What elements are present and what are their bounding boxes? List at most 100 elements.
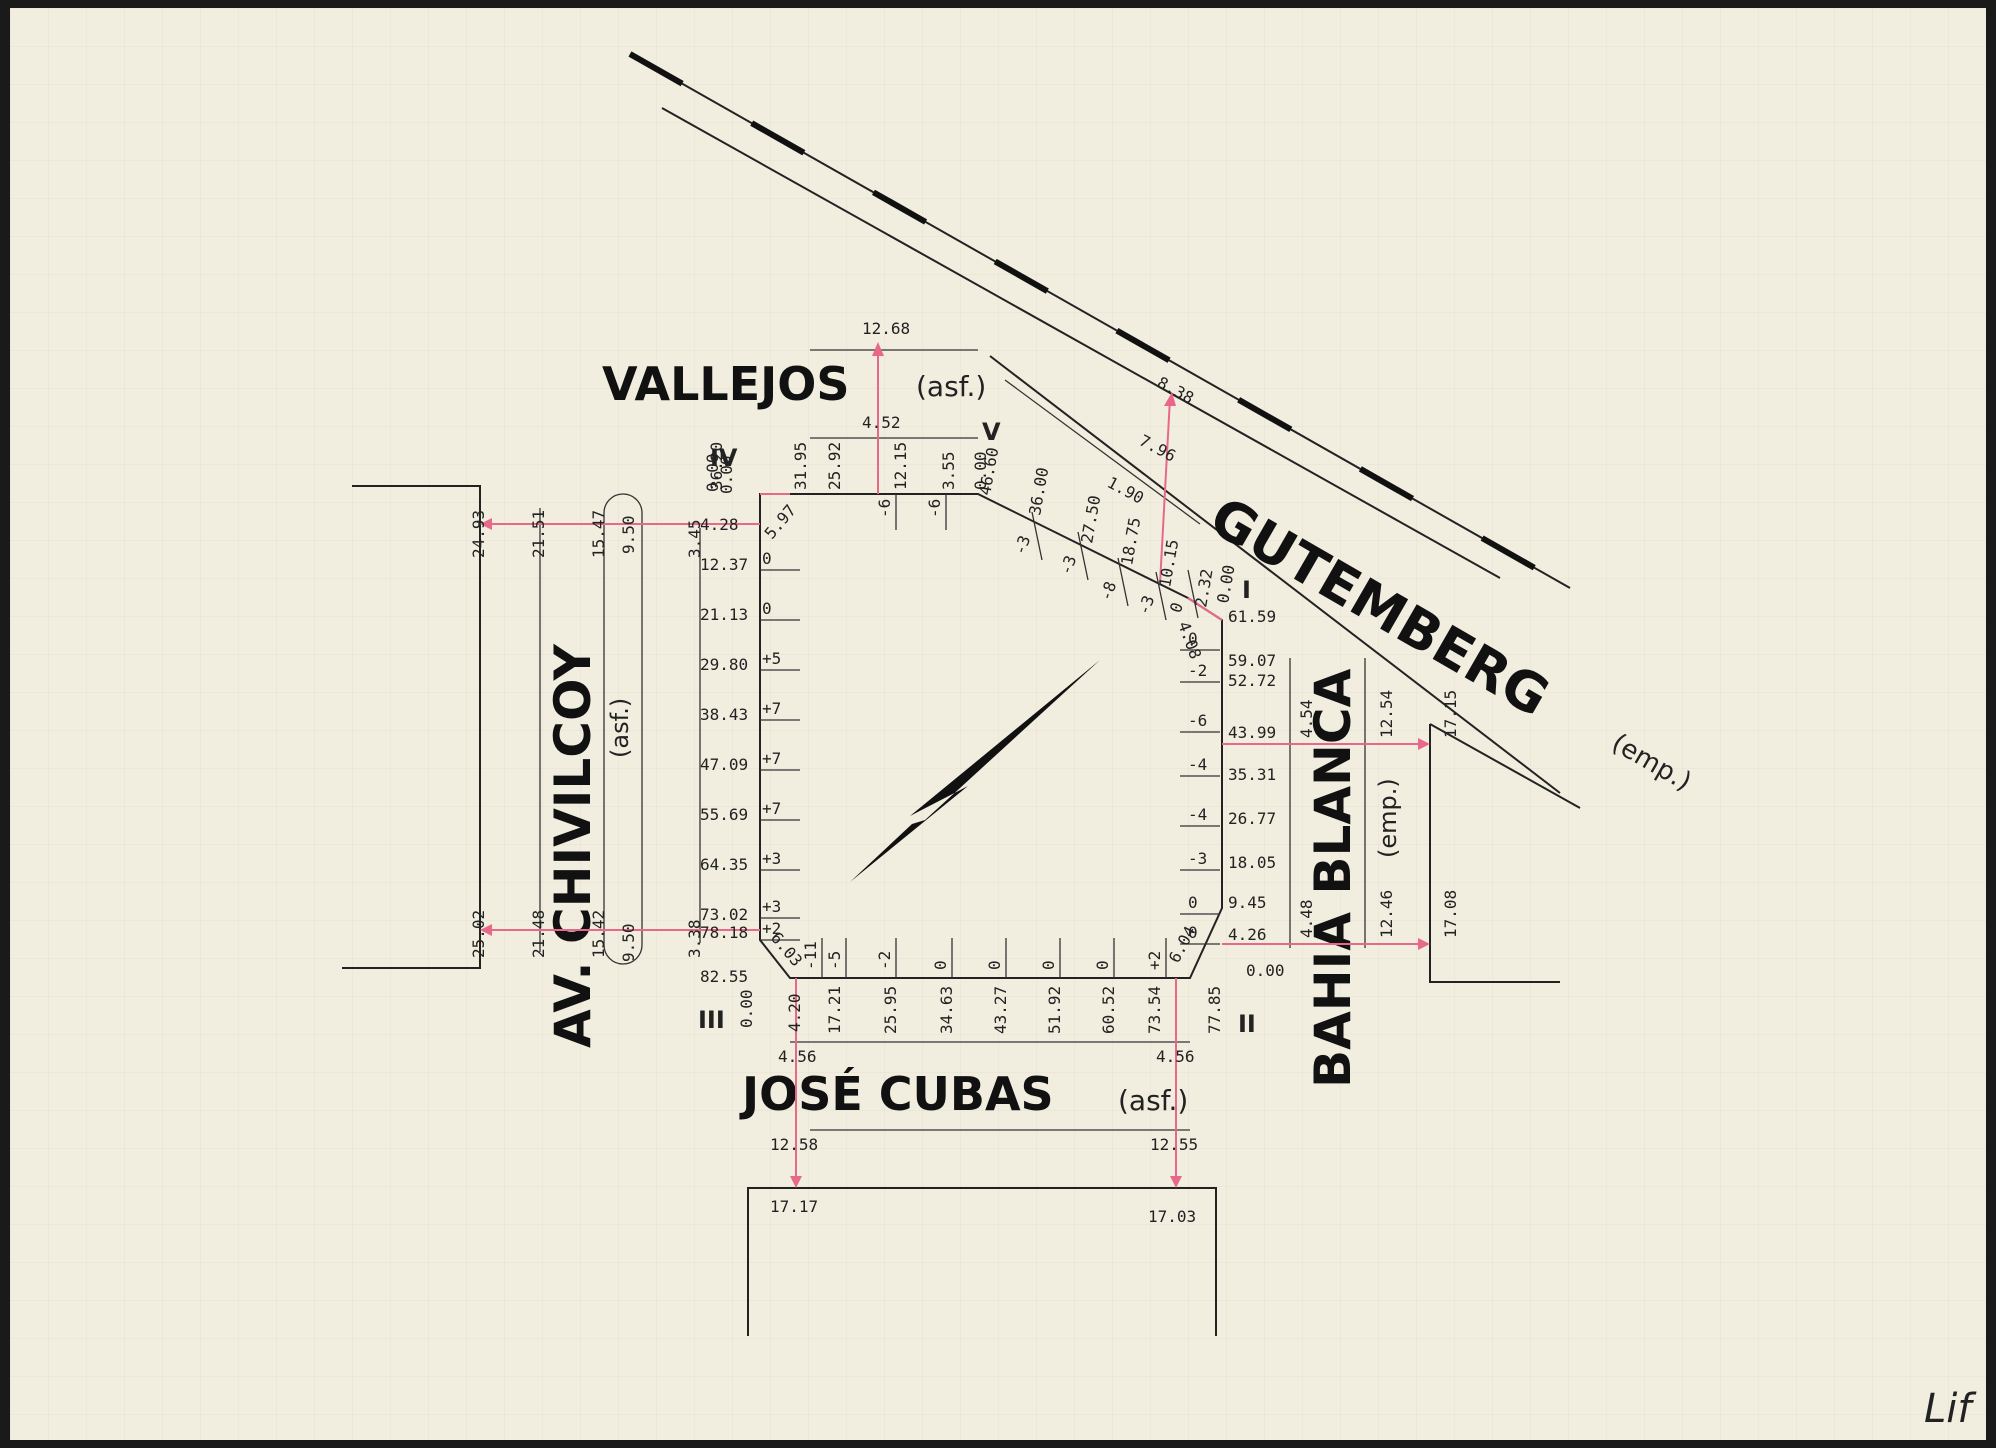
- side-top-slope: -6: [925, 499, 944, 518]
- chivilcoy-median: [603, 493, 643, 965]
- corner-label-i: I: [1242, 576, 1251, 604]
- side-left-mark: 12.37: [700, 555, 748, 574]
- boundary-lines: [342, 349, 1581, 1336]
- side-diag-tick: [1117, 557, 1129, 607]
- diag-extra-measure: 1.90: [1104, 473, 1147, 508]
- side-right-slope: 0: [1188, 893, 1198, 912]
- chivilcoy-top-level: 24.93: [469, 510, 488, 558]
- side-left-mark: 64.35: [700, 855, 748, 874]
- side-left-mark: 21.13: [700, 605, 748, 624]
- chivilcoy-bottom-level: 15.42: [589, 910, 608, 958]
- bahia-top-level: 17.15: [1441, 690, 1460, 738]
- bahia-top-level: 4.54: [1297, 699, 1316, 738]
- side-diag-slope: -3: [1010, 533, 1034, 558]
- side-left-mark: 0.00: [717, 455, 736, 494]
- corner-label-iii: III: [698, 1006, 725, 1034]
- side-ii-i-marks: 0.004.269.4518.0526.7735.3143.9952.7259.…: [1180, 607, 1285, 980]
- side-diag-slope: -8: [1096, 579, 1120, 604]
- side-diag-mark: 27.50: [1077, 494, 1104, 545]
- level-jose-left-b: 4.56: [778, 1047, 817, 1066]
- side-diag-mark: 36.00: [1025, 466, 1052, 517]
- side-right-mark: 0.00: [1246, 961, 1285, 980]
- corner-label-iv: IV: [710, 444, 738, 472]
- side-diag-slope: 0: [1166, 600, 1187, 616]
- side-bottom-mark: 25.95: [881, 986, 900, 1034]
- side-right-slope: -3: [1188, 849, 1207, 868]
- level-jose-right-c: 17.03: [1148, 1207, 1196, 1226]
- side-bottom-mark: 60.52: [1099, 986, 1118, 1034]
- side-right-mark: 26.77: [1228, 809, 1276, 828]
- side-top-mark: 0.00: [703, 453, 722, 492]
- side-top-mark: 0.00: [971, 451, 990, 490]
- level-jose-left-c: 12.58: [770, 1135, 818, 1154]
- side-left-mark: 38.43: [700, 705, 748, 724]
- level-jose-left-a: 4.20: [785, 993, 804, 1032]
- side-diag-mark: 10.15: [1155, 538, 1182, 589]
- side-right-mark: 18.05: [1228, 853, 1276, 872]
- side-left-slope: 0: [762, 549, 772, 568]
- side-bottom-slope: +2: [1145, 951, 1164, 970]
- bahia-bottom-levels: 4.48 12.46 17.08: [1297, 890, 1460, 938]
- level-jose-right-b: 12.55: [1150, 1135, 1198, 1154]
- side-bottom-slope: -11: [801, 941, 820, 970]
- corner-i-measure: 4.08: [1174, 619, 1205, 662]
- street-note-gutemberg: (emp.): [1607, 728, 1697, 797]
- side-right-mark: 59.07: [1228, 651, 1276, 670]
- side-left-slope: +5: [762, 649, 781, 668]
- corner-label-v: V: [982, 418, 1001, 446]
- side-left-mark: 55.69: [700, 805, 748, 824]
- side-left-mark: 73.02: [700, 905, 748, 924]
- street-note-chivilcoy: (asf.): [606, 698, 634, 758]
- plan-sheet: VALLEJOS (asf.) GUTEMBERG (emp.) AV. CHI…: [10, 8, 1986, 1440]
- side-right-mark: 61.59: [1228, 607, 1276, 626]
- side-diag-slope: -3: [1134, 593, 1158, 618]
- side-right-mark: 4.26: [1228, 925, 1267, 944]
- level-vallejos-mid: 4.52: [862, 413, 901, 432]
- level-vallejos-top: 12.68: [862, 319, 910, 338]
- side-bottom-mark: 51.92: [1045, 986, 1064, 1034]
- level-gutemberg-mid: 7.96: [1136, 431, 1179, 466]
- level-jose-right-a: 4.56: [1156, 1047, 1195, 1066]
- chivilcoy-top-level: 15.47: [589, 510, 608, 558]
- side-right-mark: 9.45: [1228, 893, 1267, 912]
- side-diag-tick: [1077, 531, 1089, 581]
- side-diag-tick: [1031, 511, 1043, 561]
- street-plan-diagram: VALLEJOS (asf.) GUTEMBERG (emp.) AV. CHI…: [342, 51, 1977, 1432]
- bahia-bottom-level: 12.46: [1377, 890, 1396, 938]
- side-right-mark: 52.72: [1228, 671, 1276, 690]
- side-bottom-mark: 17.21: [825, 986, 844, 1034]
- side-diag-mark: 0.00: [1213, 563, 1238, 604]
- side-left-mark: 4.28: [700, 515, 739, 534]
- side-top-mark: 12.15: [891, 442, 910, 490]
- side-bottom-slope: 0: [985, 960, 1004, 970]
- side-iv-iii-marks: 0.004.2812.3721.1329.8038.4347.0955.6964…: [700, 455, 800, 986]
- side-bottom-slope: 0: [931, 960, 950, 970]
- chivilcoy-top-level: 3.45: [685, 519, 704, 558]
- chivilcoy-bottom-level: 25.02: [469, 910, 488, 958]
- side-diag-mark: 18.75: [1117, 516, 1144, 567]
- street-name-bahia-blanca: BAHIA BLANCA: [1304, 668, 1362, 1088]
- block-outline: [759, 493, 1223, 979]
- railway-lines: [628, 51, 1572, 794]
- side-left-mark: 47.09: [700, 755, 748, 774]
- level-gutemberg-outer: 8.38: [1154, 373, 1197, 408]
- side-right-slope: -4: [1188, 805, 1207, 824]
- side-bottom-mark: 0.00: [737, 989, 756, 1028]
- bahia-bottom-level: 17.08: [1441, 890, 1460, 938]
- bahia-bottom-level: 4.48: [1297, 899, 1316, 938]
- side-left-slope: +3: [762, 897, 781, 916]
- side-diag-tick: [1155, 571, 1167, 621]
- street-name-vallejos: VALLEJOS: [602, 357, 849, 411]
- side-top-mark: 31.95: [791, 442, 810, 490]
- side-bottom-mark: 77.85: [1205, 986, 1224, 1034]
- side-top-mark: 25.92: [825, 442, 844, 490]
- street-name-chivilcoy: AV. CHIVILCOY: [544, 643, 602, 1048]
- chivilcoy-bottom-level: 9.50: [619, 923, 638, 962]
- street-name-jose-cubas: JOSÉ CUBAS: [739, 1067, 1054, 1121]
- side-bottom-slope: -5: [825, 951, 844, 970]
- chivilcoy-top-level: 21.51: [529, 510, 548, 558]
